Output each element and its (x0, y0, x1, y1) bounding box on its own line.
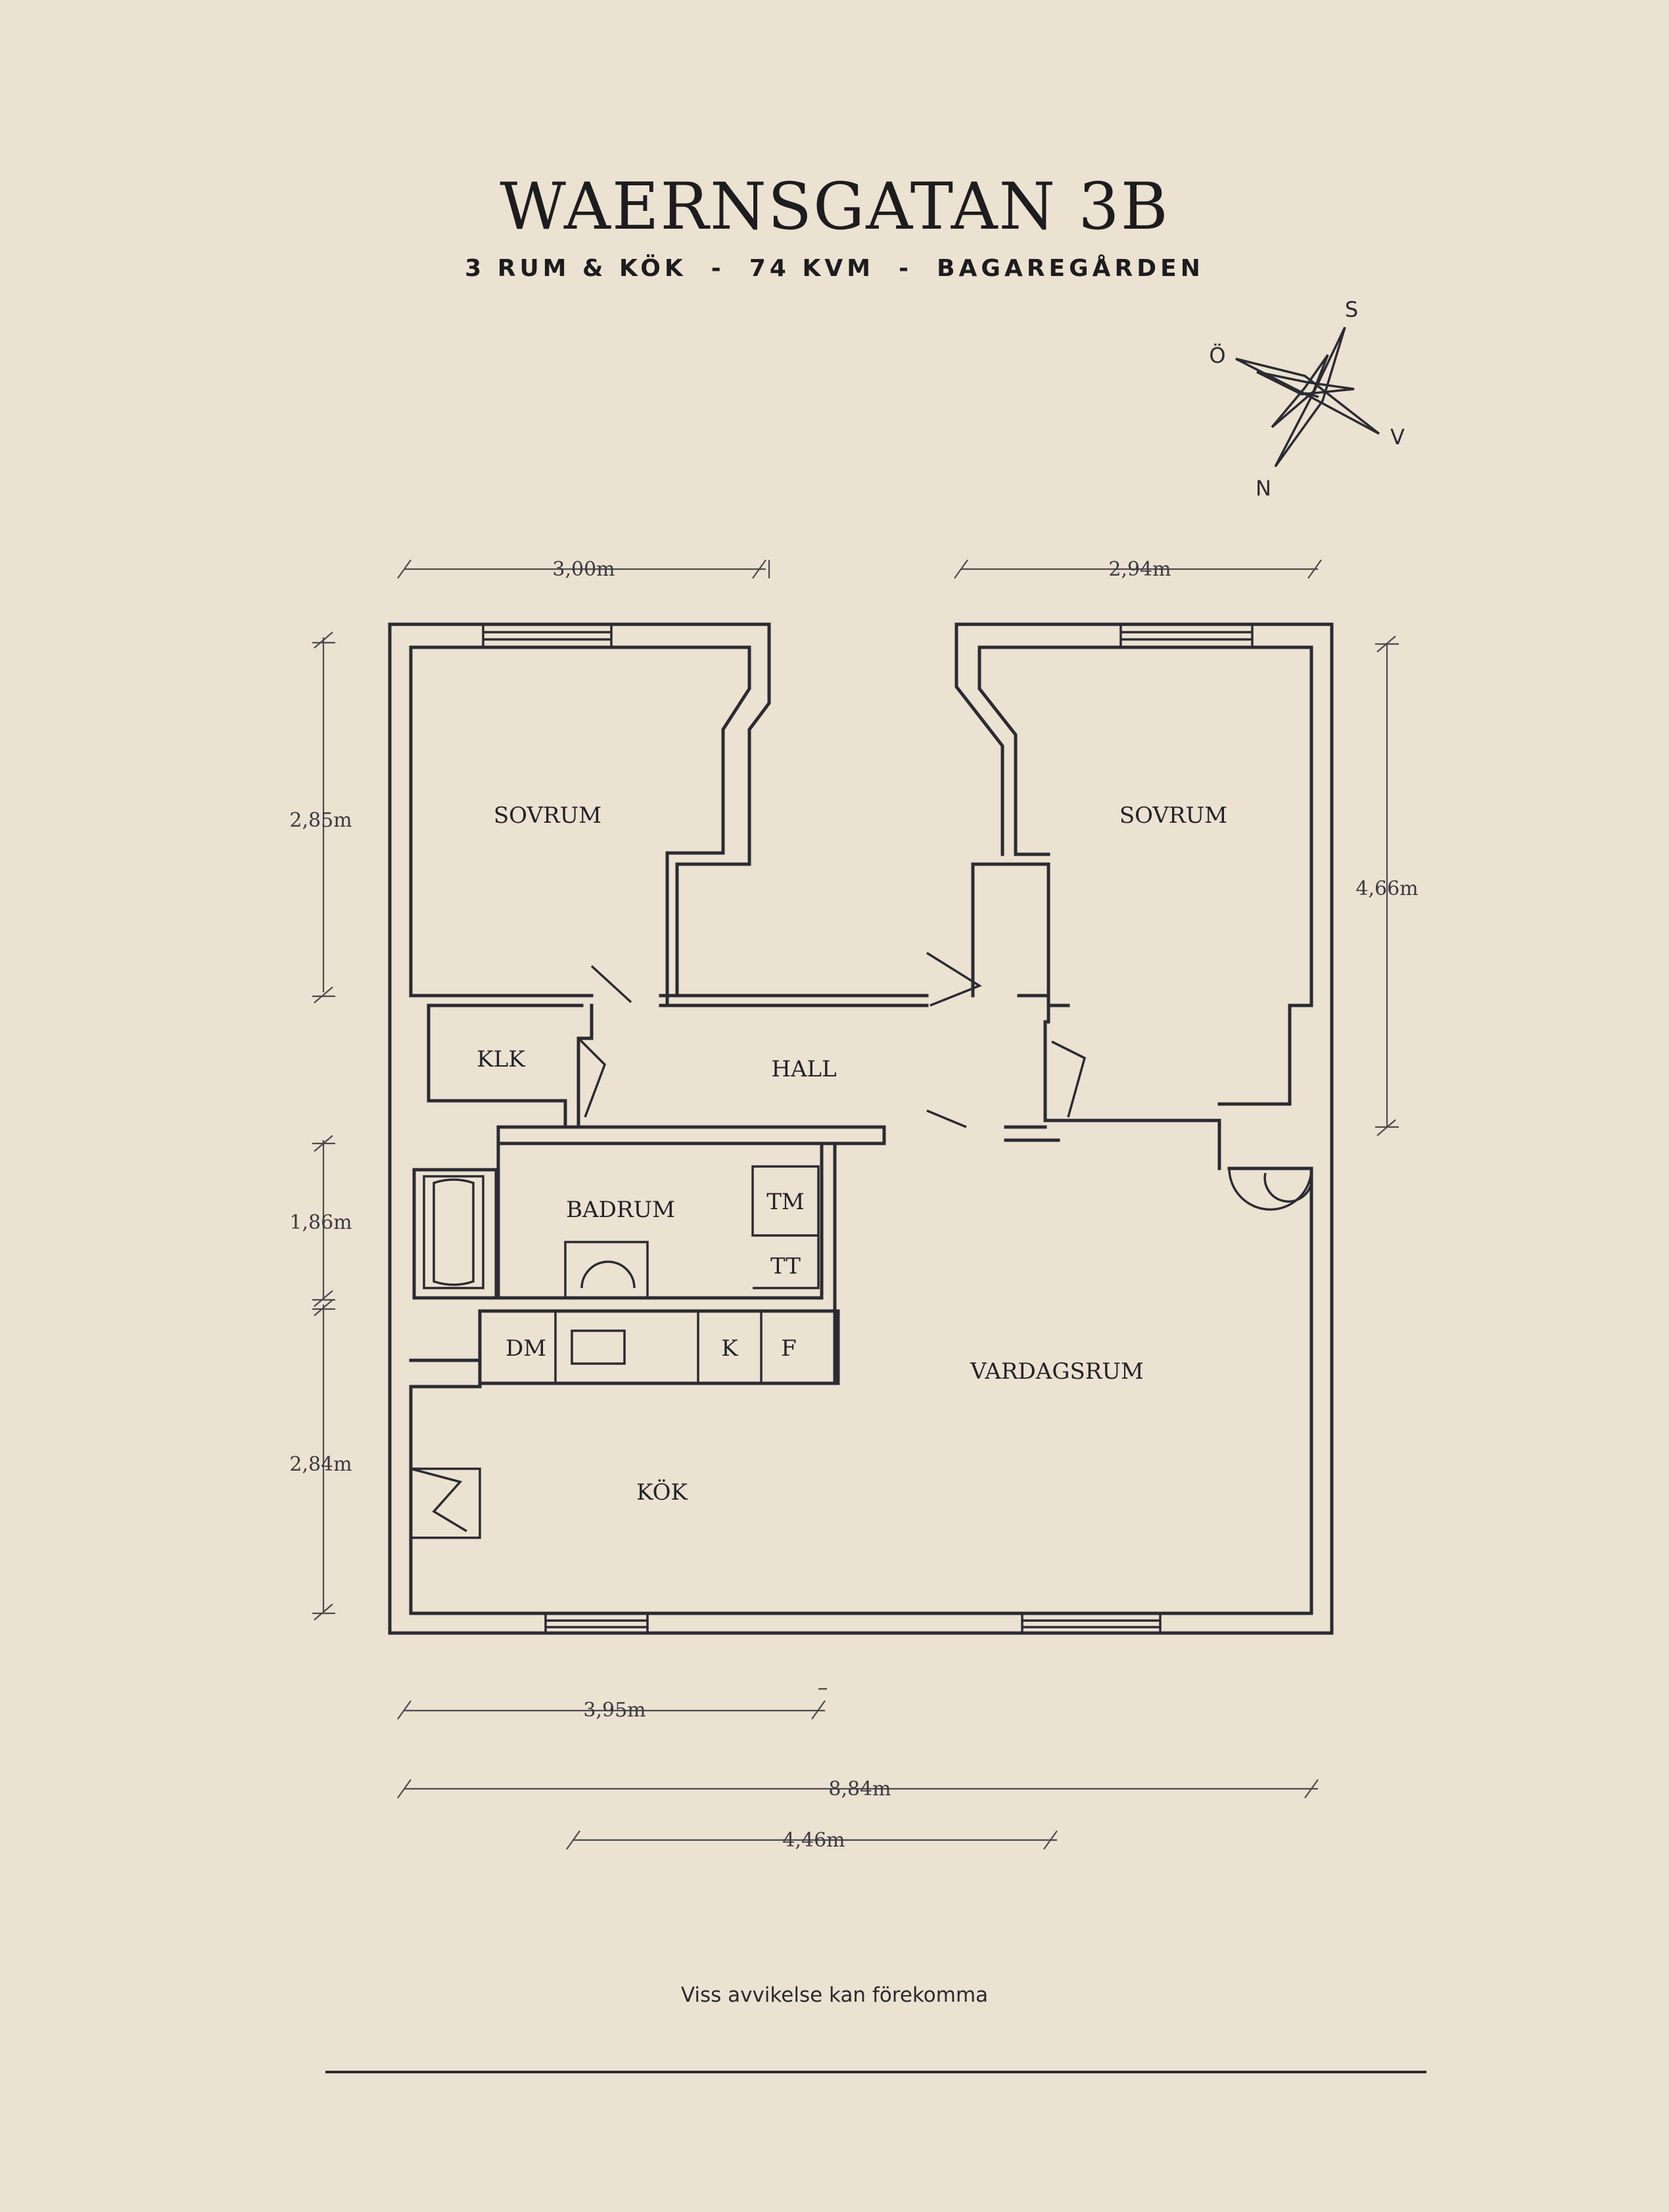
dim-label-top-left: 3,00m (552, 558, 615, 581)
room-label-badrum: BADRUM (566, 1197, 675, 1223)
page-subtitle: 3 RUM & KÖK - 74 KVM - BAGAREGÅRDEN (465, 255, 1204, 282)
compass-v-label: V (1390, 425, 1405, 449)
room-label-k: K (721, 1335, 738, 1362)
room-label-klk: KLK (477, 1046, 525, 1072)
room-label-sovrum-right: SOVRUM (1119, 802, 1227, 829)
interior-walls (410, 952, 1313, 1539)
dim-label-right-upper: 4,66m (1355, 877, 1418, 900)
room-label-vardagsrum: VARDAGSRUM (970, 1358, 1144, 1385)
outer-walls (388, 622, 1334, 1635)
room-label-sovrum-left: SOVRUM (494, 802, 601, 829)
compass-n-label: N (1256, 476, 1271, 501)
dim-label-bottom-395: 3,95m (583, 1699, 646, 1722)
dim-label-left-lower: 2,84m (289, 1453, 352, 1476)
room-label-hall: HALL (771, 1056, 836, 1082)
room-label-kok: KÖK (636, 1479, 688, 1506)
dim-label-left-middle: 1,86m (289, 1211, 352, 1234)
dim-label-top-right: 2,94m (1108, 558, 1171, 581)
dim-label-bottom-884: 8,84m (828, 1778, 891, 1801)
page-title: WAERNSGATAN 3B (500, 170, 1169, 244)
disclaimer-text: Viss avvikelse kan förekomma (680, 1983, 989, 2007)
room-label-f: F (781, 1335, 797, 1362)
room-label-dm: DM (505, 1335, 546, 1362)
compass-o-label: Ö (1209, 343, 1225, 368)
room-label-tm: TM (766, 1189, 805, 1215)
dim-label-left-upper: 2,85m (289, 809, 352, 832)
dimension-lines (312, 559, 1426, 2073)
dim-label-bottom-446: 4,46m (782, 1829, 845, 1852)
compass-rose-icon (1235, 327, 1380, 468)
compass-s-label: S (1345, 297, 1358, 322)
room-label-tt: TT (770, 1253, 801, 1279)
